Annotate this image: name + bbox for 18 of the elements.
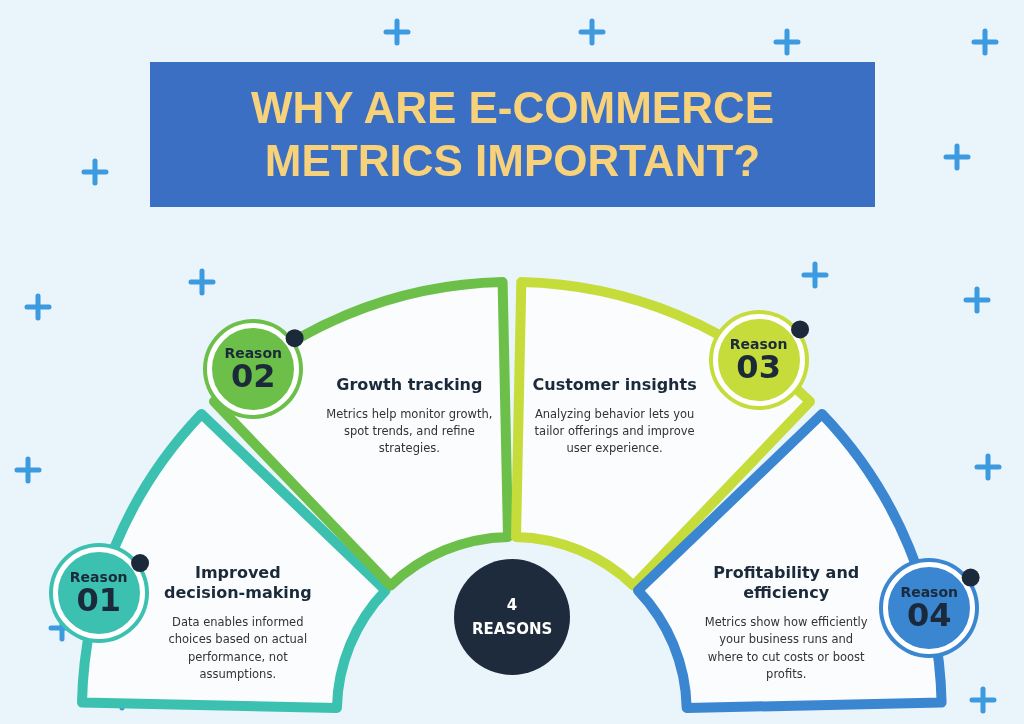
panel-heading: Growth tracking (335, 375, 484, 396)
badge-label: Reason (69, 570, 128, 585)
panel-text: Analyzing behavior lets you tailor offerings and improve user experience. (533, 405, 696, 458)
panel-text: Metrics show how efficiently your business runs and where to cut costs or boost profits. (703, 614, 869, 683)
badge-number: 04 (906, 598, 952, 631)
panel-heading: Improved decision-making (162, 562, 313, 605)
badge-number: 02 (230, 359, 276, 392)
title-text: WHY ARE E-COMMERCE METRICS IMPORTANT? (249, 81, 776, 187)
panel-heading: Profitability and efficiency (712, 562, 861, 605)
badge-number: 01 (76, 584, 121, 617)
badge-number: 03 (736, 350, 781, 383)
panel-text: Data enables informed choices based on actual performance, not assumptions. (167, 614, 309, 683)
badge-label: Reason (729, 336, 788, 351)
badge-label: Reason (224, 345, 283, 360)
center-label: 4 REASONS (472, 595, 552, 640)
panel-heading: Customer insights (531, 375, 698, 396)
panel-text: Metrics help monitor growth, spot trends, and refine strategies. (325, 405, 494, 458)
badge-label: Reason (900, 584, 959, 599)
